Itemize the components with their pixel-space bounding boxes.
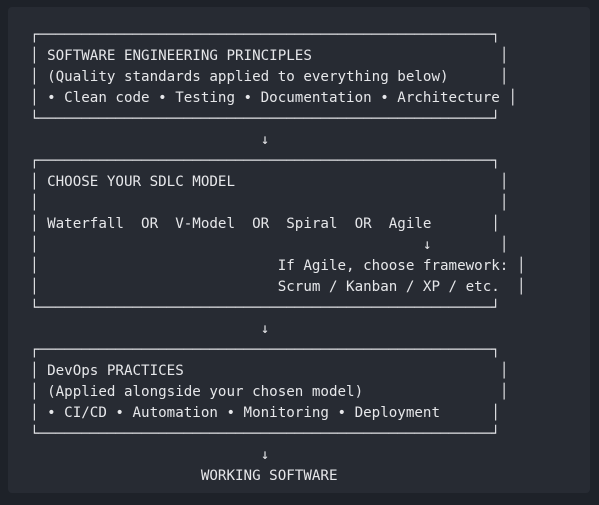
principles-list: │ • Clean code • Testing • Documentation… — [30, 90, 517, 106]
ascii-flow-diagram: ┌───────────────────────────────────────… — [30, 25, 525, 487]
sdlc-box-top-border: ┌───────────────────────────────────────… — [30, 153, 500, 169]
working-software-label: WORKING SOFTWARE — [30, 468, 338, 484]
agile-framework-prompt: │ If Agile, choose framework: │ — [30, 258, 526, 274]
principles-box-bottom-border: └───────────────────────────────────────… — [30, 111, 500, 127]
sdlc-title: │ CHOOSE YOUR SDLC MODEL │ — [30, 174, 509, 190]
principles-title: │ SOFTWARE ENGINEERING PRINCIPLES │ — [30, 48, 509, 64]
principles-subtitle: │ (Quality standards applied to everythi… — [30, 69, 509, 85]
down-arrow-icon: ↓ — [30, 447, 270, 463]
down-arrow-icon: ↓ — [30, 321, 270, 337]
sdlc-box-bottom-border: └───────────────────────────────────────… — [30, 300, 500, 316]
devops-title: │ DevOps PRACTICES │ — [30, 363, 509, 379]
sdlc-model-options: │ Waterfall OR V-Model OR Spiral OR Agil… — [30, 216, 500, 232]
agile-down-arrow-icon: │ ↓ │ — [30, 237, 509, 253]
devops-box-top-border: ┌───────────────────────────────────────… — [30, 342, 500, 358]
diagram-panel: ┌───────────────────────────────────────… — [8, 7, 590, 493]
principles-box-top-border: ┌───────────────────────────────────────… — [30, 27, 500, 43]
down-arrow-icon: ↓ — [30, 132, 270, 148]
devops-subtitle: │ (Applied alongside your chosen model) … — [30, 384, 509, 400]
devops-list: │ • CI/CD • Automation • Monitoring • De… — [30, 405, 500, 421]
sdlc-spacer-line: │ │ — [30, 195, 509, 211]
devops-box-bottom-border: └───────────────────────────────────────… — [30, 426, 500, 442]
agile-framework-options: │ Scrum / Kanban / XP / etc. │ — [30, 279, 526, 295]
